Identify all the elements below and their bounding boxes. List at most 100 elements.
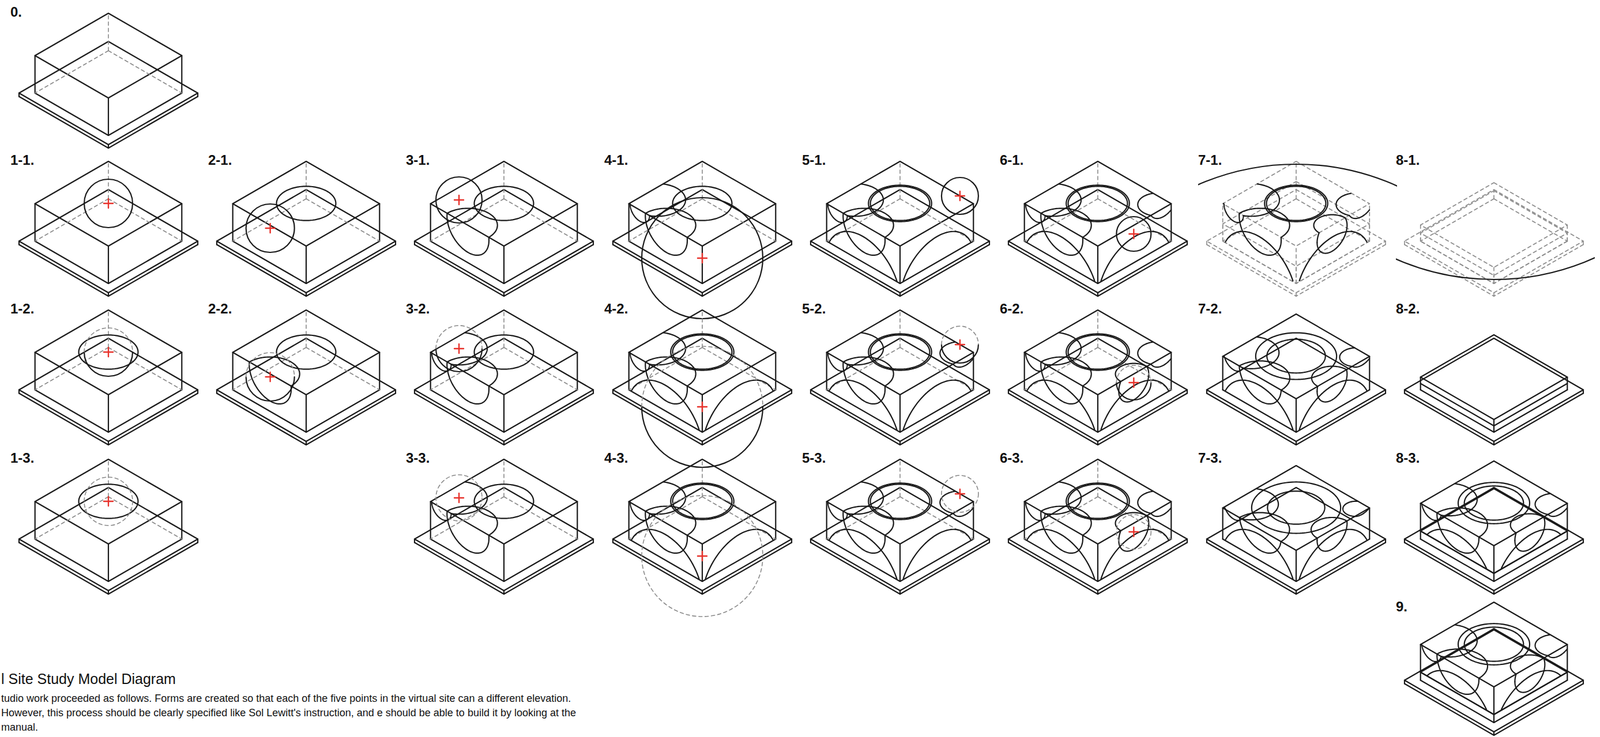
carved-edge	[451, 509, 479, 515]
step-number: 6-2.	[999, 301, 1024, 317]
carved-edge	[1059, 482, 1082, 510]
model-drawing	[19, 161, 198, 297]
model-vertical-edge	[1222, 224, 1224, 242]
carved-edge	[630, 502, 650, 521]
model-bottom-edge	[1222, 241, 1370, 285]
base-plate	[810, 338, 990, 442]
base-plate-edge	[1384, 539, 1387, 544]
cutting-sphere	[1116, 216, 1151, 252]
base-plate	[1404, 338, 1584, 442]
step-number: 8-2.	[1395, 301, 1420, 317]
model-top-edge	[35, 310, 183, 395]
carved-edge	[1041, 208, 1092, 238]
model-drawing	[19, 310, 198, 446]
base-plate-edge	[107, 441, 109, 446]
base-plate-edge	[1493, 590, 1495, 595]
model-drawing	[1206, 465, 1386, 595]
carved-edge	[1427, 671, 1487, 710]
hidden-edge	[232, 347, 307, 391]
model-vertical-edge	[1295, 398, 1297, 433]
model-drawing	[1248, 0, 1600, 297]
carved-edge	[1299, 529, 1368, 580]
hidden-edge	[108, 198, 182, 242]
model-vertical-edge	[1420, 225, 1422, 242]
carved-edge	[1421, 504, 1441, 521]
base-plate-edge	[1206, 241, 1208, 246]
hidden-edge	[503, 347, 578, 391]
hidden-edge	[1295, 161, 1297, 199]
sphere-center-mark	[103, 347, 114, 357]
carved-edge	[276, 334, 337, 370]
model-vertical-edge	[1420, 672, 1422, 681]
carved-edge	[1514, 517, 1545, 552]
carved-edge	[1045, 360, 1073, 365]
model-drawing	[414, 161, 594, 297]
sphere-center-mark	[103, 497, 114, 507]
step-number: 0.	[10, 4, 22, 20]
step-number: 9.	[1395, 599, 1408, 615]
model-vertical-edge	[503, 246, 505, 284]
base-plate-edge	[1206, 390, 1208, 394]
base-plate	[612, 338, 792, 442]
cutting-sphere-hidden	[84, 477, 133, 526]
carved-edge	[1427, 529, 1487, 569]
model-drawing	[1404, 334, 1584, 446]
sphere-center-mark	[955, 340, 965, 350]
hidden-edge	[1097, 459, 1099, 498]
base-plate-edge	[791, 241, 793, 246]
step-number: 2-2.	[208, 301, 232, 317]
base-plate	[216, 338, 396, 442]
carved-edge	[670, 333, 734, 371]
carved-edge	[276, 186, 337, 221]
carved-edge	[903, 231, 971, 282]
base-plate-edge	[988, 241, 990, 246]
model-bottom-edge	[1222, 390, 1370, 434]
model-vertical-edge	[430, 352, 432, 391]
model-drawing	[612, 161, 792, 319]
model-bottom-edge	[430, 390, 578, 434]
carved-edge	[1151, 209, 1172, 219]
carved-edge	[1342, 501, 1358, 517]
carved-edge	[1510, 655, 1544, 675]
step-number: 7-1.	[1198, 152, 1222, 168]
carved-edge	[1225, 380, 1293, 431]
model-drawing	[1008, 310, 1188, 446]
carved-edge	[847, 509, 875, 515]
model-top-edge	[1024, 459, 1172, 545]
model-vertical-edge	[305, 246, 307, 284]
carved-edge	[1316, 521, 1347, 552]
carved-edge	[1066, 483, 1130, 520]
step-number: 6-3.	[999, 450, 1024, 466]
carved-edge	[630, 204, 650, 223]
base-plate-edge	[810, 245, 990, 297]
model-bottom-edge	[1420, 241, 1568, 285]
base-plate-edge	[394, 241, 397, 246]
model-vertical-edge	[378, 352, 380, 391]
carved-edge	[1101, 231, 1169, 282]
model-vertical-edge	[899, 544, 901, 582]
model-bottom-edge	[1420, 539, 1568, 583]
hidden-edge	[108, 347, 182, 391]
carved-edge	[861, 332, 884, 361]
carved-edge	[827, 502, 848, 521]
model-top-edge	[1420, 334, 1568, 420]
step-number: 5-3.	[802, 450, 826, 466]
model-bottom-edge	[826, 539, 974, 583]
model-vertical-edge	[34, 55, 36, 94]
model-top-edge	[430, 310, 578, 395]
base-plate-edge	[1206, 393, 1386, 446]
base-plate-edge	[1384, 390, 1387, 394]
step-number: 7-2.	[1198, 301, 1222, 317]
carved-edge	[1514, 674, 1516, 683]
sphere-center-mark	[265, 372, 276, 382]
step-number: 8-1.	[1395, 152, 1420, 168]
base-plate-edge	[1206, 245, 1386, 297]
model-bottom-edge	[35, 539, 183, 583]
model-top-edge	[35, 459, 183, 545]
model-drawing	[810, 459, 990, 595]
sphere-center-mark	[103, 198, 114, 209]
hidden-edge	[503, 459, 505, 498]
carved-edge	[868, 185, 932, 222]
carved-edge	[829, 380, 897, 431]
